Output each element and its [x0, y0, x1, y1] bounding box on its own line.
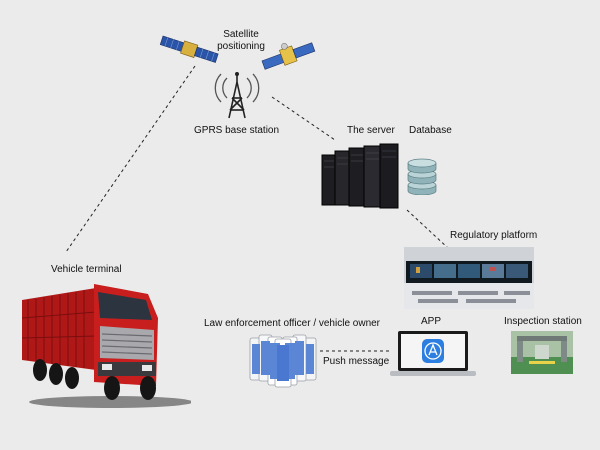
- inspection-label: Inspection station: [504, 316, 582, 327]
- monitor-wall-icon: [404, 247, 534, 309]
- link-server-platform: [406, 209, 449, 249]
- database-icon: [407, 158, 437, 195]
- truck-icon: [21, 284, 191, 408]
- app-label: APP: [421, 316, 442, 327]
- regulatory-label: Regulatory platform: [450, 230, 538, 241]
- link-satellite-vehicle: [65, 65, 196, 253]
- database-label: Database: [409, 125, 452, 136]
- smartphones-icon: [249, 334, 317, 388]
- inspection-photo-icon: [511, 331, 573, 374]
- officer-label: Law enforcement officer / vehicle owner: [204, 318, 381, 329]
- vehicle-label: Vehicle terminal: [51, 264, 122, 275]
- antenna-tower-icon: [214, 72, 260, 119]
- gprs-label: GPRS base station: [194, 125, 280, 136]
- satellite-icon: [159, 35, 219, 63]
- server-label: The server: [347, 125, 395, 136]
- satellite-label: Satellite positioning: [217, 29, 265, 52]
- push-message-label: Push message: [323, 356, 390, 367]
- link-tower-server: [271, 96, 336, 141]
- server-rack-icon: [321, 143, 399, 209]
- laptop-app-icon: [390, 331, 476, 376]
- satellite-icon: [261, 42, 316, 70]
